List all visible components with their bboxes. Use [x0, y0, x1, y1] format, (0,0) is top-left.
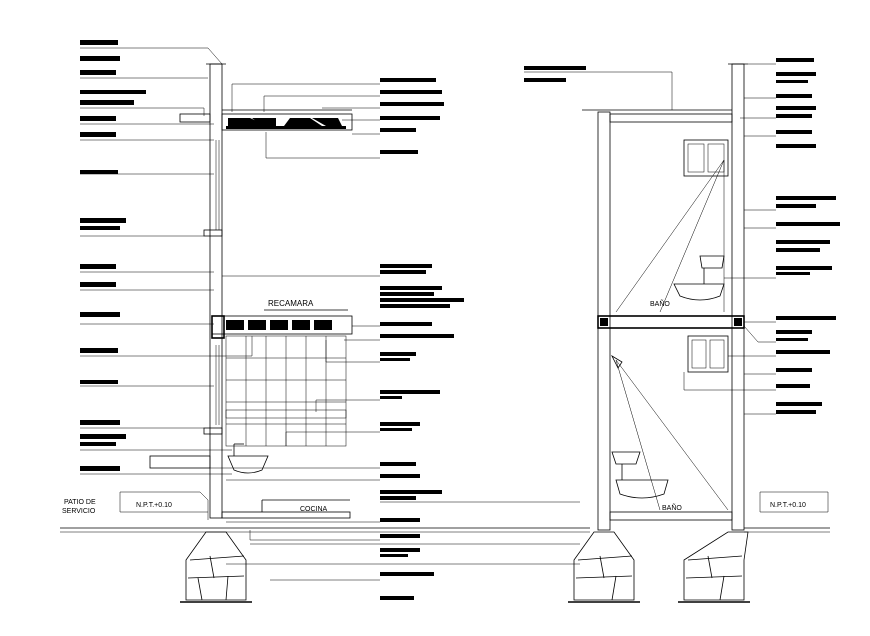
lower-window — [687, 335, 729, 373]
left-footing — [180, 531, 252, 603]
kitchen-sink — [149, 443, 269, 474]
bano-upper-label: BAÑO — [650, 299, 670, 308]
right-wall-right — [731, 63, 745, 531]
recamara-label: RECAMARA — [268, 299, 314, 308]
mezzanine-slab — [211, 309, 353, 339]
right-footing-right — [678, 531, 750, 603]
right-leader-notes — [524, 58, 840, 415]
right-section — [568, 63, 830, 603]
right-mezzanine-slab — [597, 315, 745, 329]
roof-slab — [179, 109, 353, 131]
left-leader-notes — [80, 40, 253, 475]
tile-wall — [225, 335, 347, 447]
npt-right-label: N.P.T.+0.10 — [770, 502, 806, 509]
patio-label-line1: PATIO DE — [64, 499, 96, 506]
level-markers — [119, 491, 829, 520]
right-footing-left — [568, 531, 640, 603]
patio-label-line2: SERVICIO — [62, 508, 96, 515]
bano-lower-label: BAÑO — [662, 503, 682, 512]
npt-left-label: N.P.T.+0.10 — [136, 502, 172, 509]
left-section — [60, 63, 590, 603]
upper-window — [683, 139, 729, 177]
cocina-label: COCINA — [300, 506, 328, 513]
center-leader-notes — [210, 78, 580, 600]
